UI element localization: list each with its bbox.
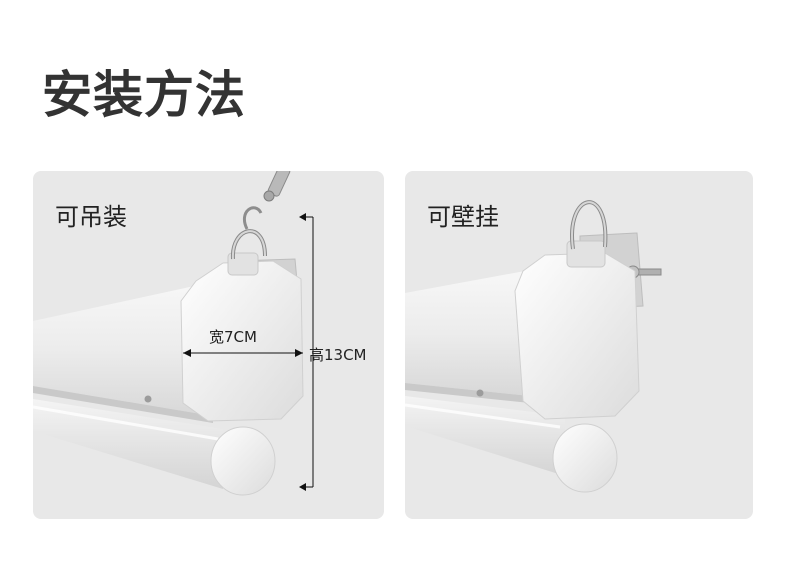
panel-wall-mount: 可壁挂 [405,171,753,519]
wall-mount-label: 可壁挂 [427,203,499,231]
panel-ceiling-mount: 可吊装 宽7CM 高13CM [33,171,384,519]
ceiling-mount-label: 可吊装 [55,203,127,231]
wall-mount-illustration [405,200,662,493]
height-dimension-label: 高13CM [309,346,367,364]
page-title: 安装方法 [42,66,246,124]
ceiling-mount-illustration [33,171,314,496]
width-dimension-label: 宽7CM [209,328,257,346]
